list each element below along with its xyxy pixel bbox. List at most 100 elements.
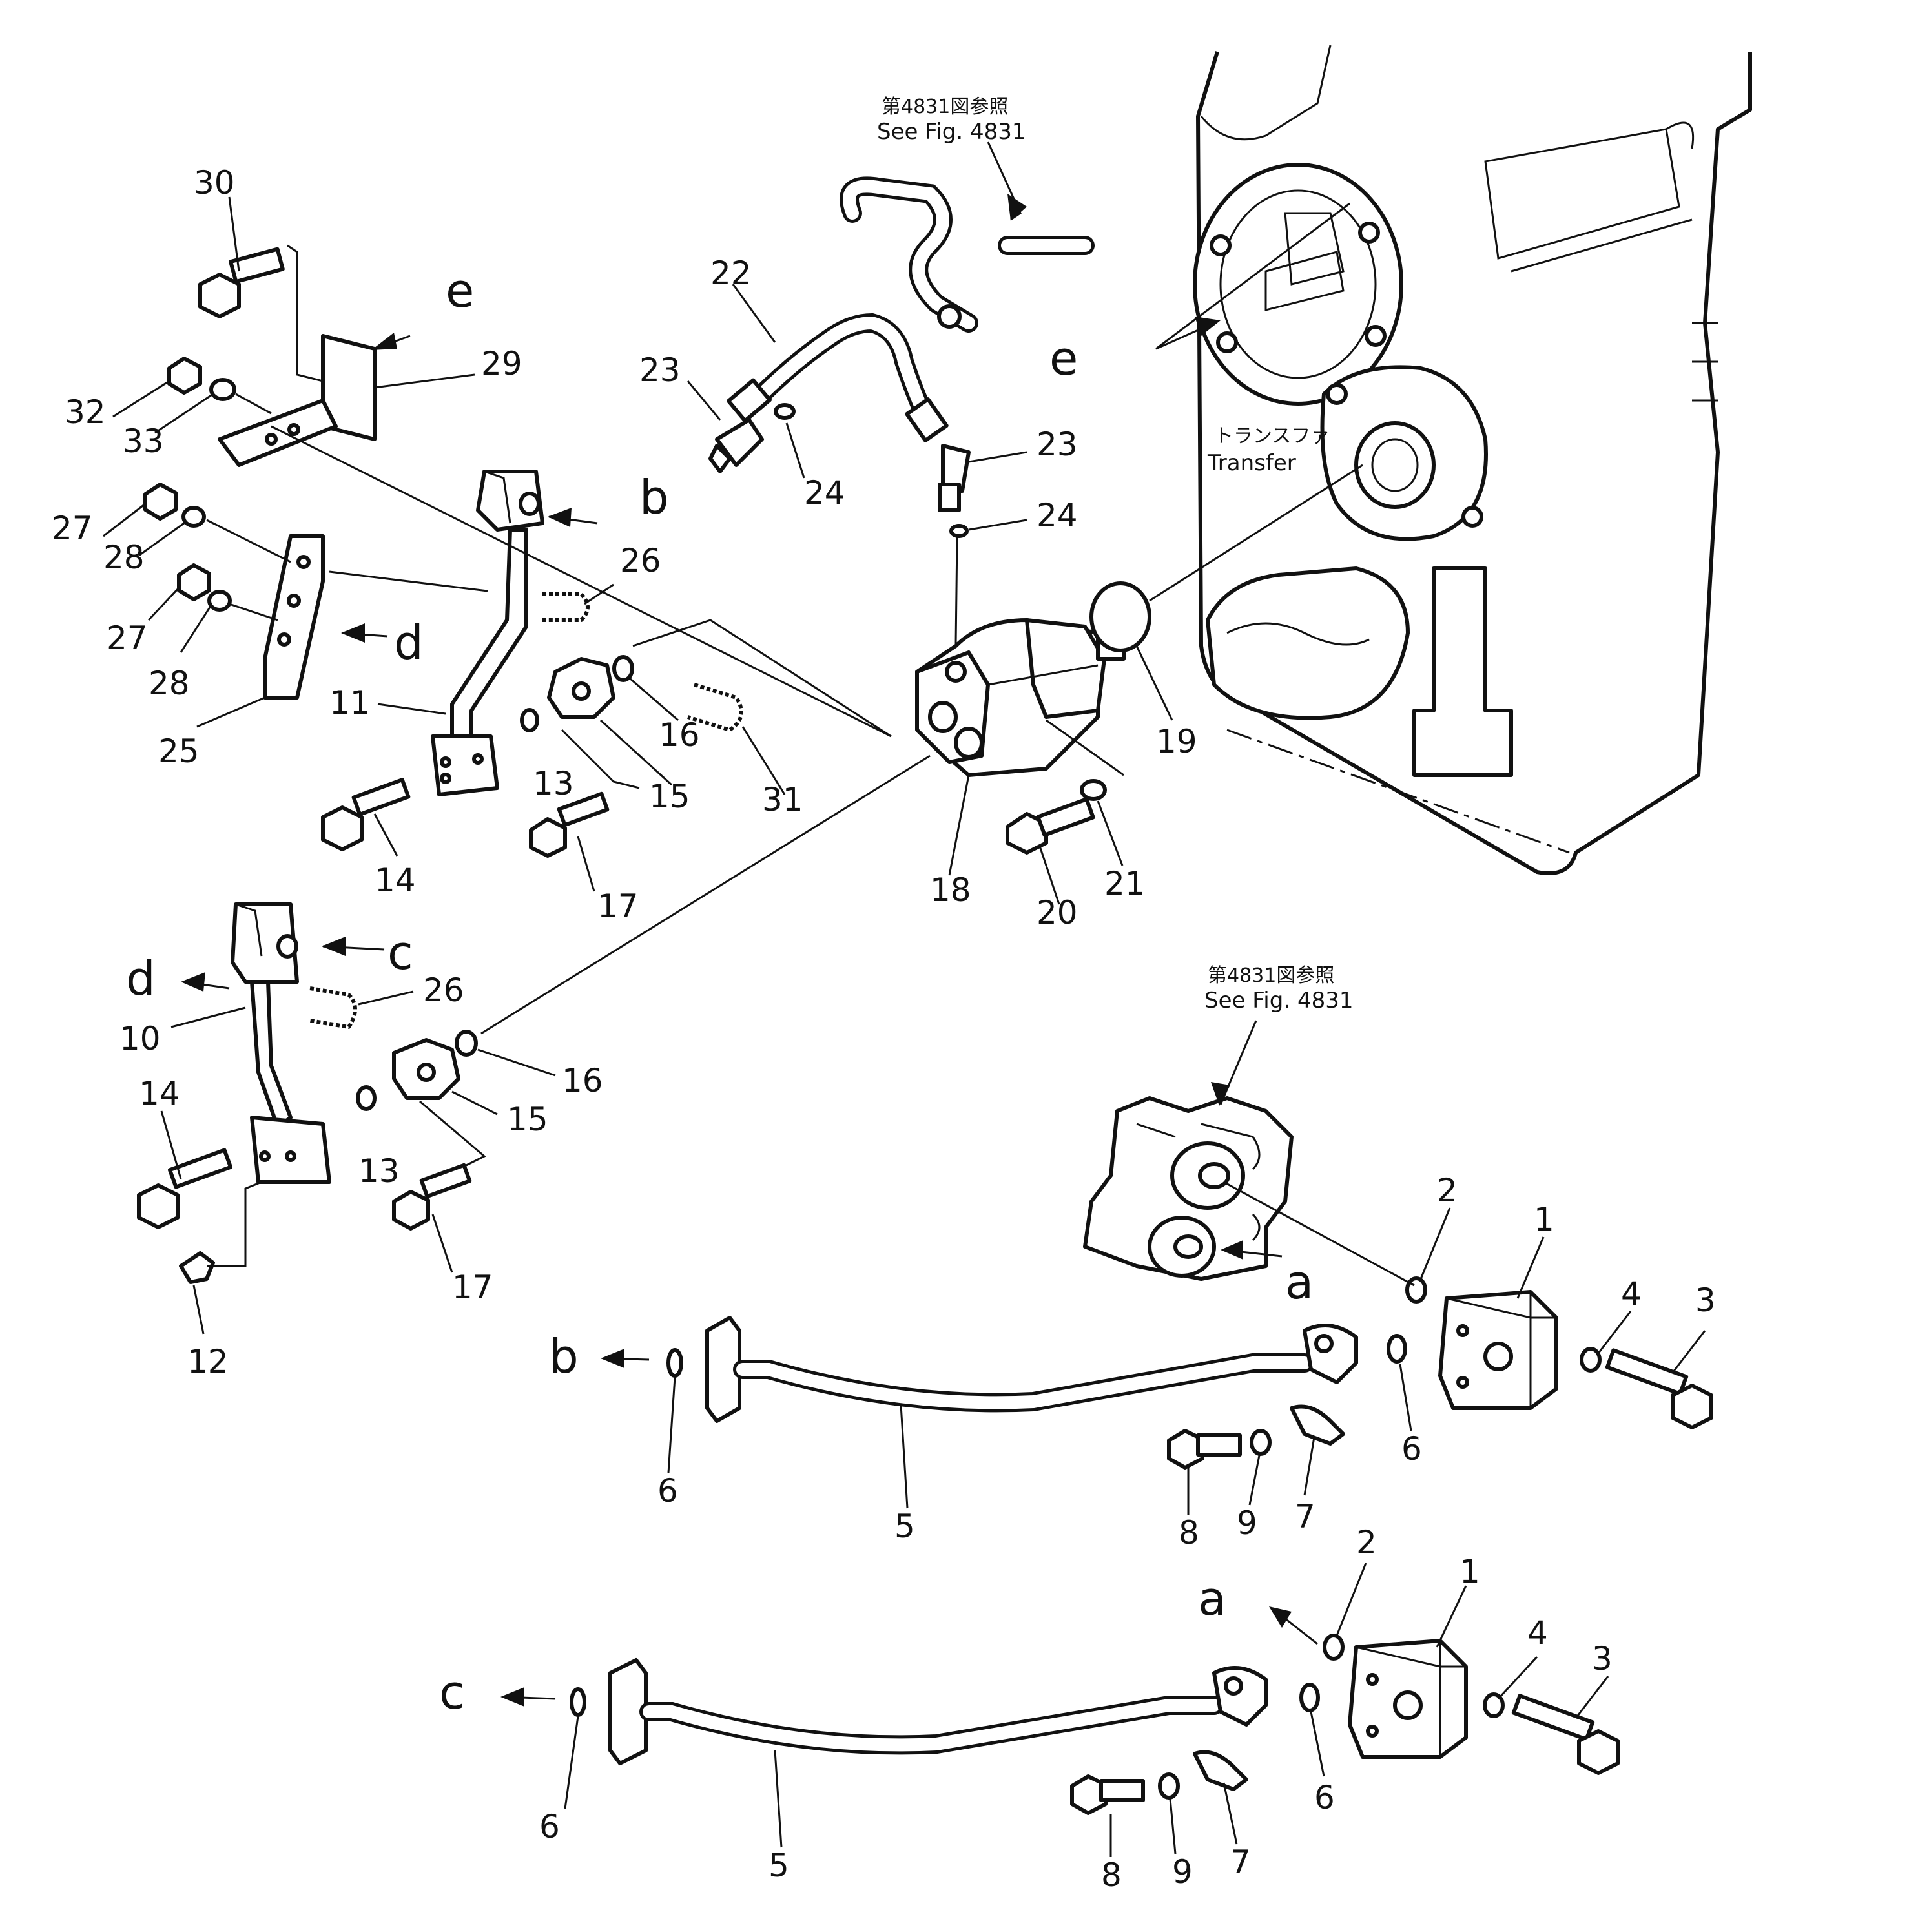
o-ring-19 [1089, 581, 1151, 652]
part-number-10: 10 [119, 1020, 161, 1057]
bolt-3-upper [1605, 1348, 1713, 1429]
washer-33 [209, 378, 236, 401]
u-bolt-26-lower [309, 986, 357, 1029]
part-number-18: 18 [930, 871, 971, 909]
o-ring-16-lower [455, 1030, 478, 1057]
part-number-8-upper: 8 [1179, 1514, 1199, 1552]
letter-e-left: e [446, 264, 474, 318]
flange-15-upper [547, 657, 615, 719]
arrowheads [181, 194, 1292, 1707]
part-number-3-upper: 3 [1695, 1282, 1716, 1319]
o-ring-2-lower [1323, 1634, 1345, 1661]
part-number-30: 30 [194, 164, 235, 202]
part-number-6-upper-left: 6 [657, 1472, 678, 1510]
letter-d-lower: d [126, 951, 156, 1006]
bolt-30 [198, 247, 285, 318]
hose-5-upper [705, 1316, 1358, 1423]
o-ring-13-lower [356, 1085, 377, 1111]
part-number-5-upper: 5 [894, 1508, 915, 1545]
ref-fig-jp-1: 第4831図参照 [882, 96, 1008, 118]
transmission-housing [1193, 45, 1752, 875]
part-number-2-lower: 2 [1356, 1524, 1377, 1561]
part-number-2-upper: 2 [1437, 1172, 1458, 1209]
part-number-32: 32 [65, 393, 106, 431]
letter-c-lower: c [439, 1665, 465, 1719]
bolt-17-lower [392, 1163, 472, 1231]
letter-a-lower: a [1198, 1572, 1226, 1626]
part-number-7-lower: 7 [1230, 1844, 1251, 1881]
nut-32 [167, 357, 202, 395]
transfer-label-en: Transfer [1207, 450, 1296, 476]
part-number-5-lower: 5 [769, 1847, 789, 1884]
part-number-24-left: 24 [804, 474, 845, 512]
part-number-23-right: 23 [1037, 426, 1078, 463]
part-number-27-lower: 27 [107, 619, 148, 657]
part-number-14-upper: 14 [375, 862, 416, 899]
part-number-4-lower: 4 [1527, 1614, 1548, 1652]
part-number-28-upper: 28 [103, 539, 145, 576]
part-number-26-upper: 26 [620, 542, 661, 579]
part-number-1-upper: 1 [1534, 1201, 1554, 1238]
ref-fig-en-1: See Fig. 4831 [877, 119, 1026, 145]
part-number-24-right: 24 [1037, 497, 1078, 534]
part-number-33: 33 [123, 422, 164, 460]
part-number-28-lower: 28 [149, 665, 190, 702]
part-number-16-lower: 16 [562, 1062, 603, 1099]
part-number-20: 20 [1037, 894, 1078, 931]
washer-28-upper [181, 506, 206, 528]
part-number-17-upper: 17 [597, 888, 639, 925]
part-number-19: 19 [1156, 723, 1197, 760]
bolt-17-upper [529, 791, 610, 858]
bolt-14-upper [321, 778, 411, 851]
flange-block-1-lower [1348, 1639, 1468, 1759]
part-number-13-lower: 13 [358, 1152, 400, 1190]
part-number-25: 25 [158, 732, 200, 770]
plate-25 [263, 534, 325, 700]
o-ring-13-upper [520, 708, 539, 732]
o-ring-2-upper [1405, 1276, 1427, 1304]
part-numbers: 30 29 32 33 27 28 27 28 25 11 26 16 13 1… [52, 164, 1716, 1894]
fitting-23-right [938, 444, 971, 512]
o-ring-24-right [949, 524, 969, 538]
nut-27-lower [177, 563, 211, 601]
part-number-16-upper: 16 [659, 716, 700, 754]
washer-28-lower [207, 590, 232, 612]
part-number-14-lower: 14 [139, 1075, 180, 1112]
pipe-10 [231, 902, 331, 1184]
letter-e-right: e [1049, 331, 1078, 386]
bolt-3-lower [1511, 1694, 1620, 1775]
part-number-23-left: 23 [639, 351, 681, 389]
flange-block-1-upper [1438, 1290, 1558, 1410]
washer-21 [1080, 779, 1107, 801]
letter-a-upper: a [1285, 1255, 1314, 1309]
washer-4-lower [1483, 1692, 1505, 1718]
o-ring-6-upper-left [666, 1348, 683, 1378]
bracket-29 [218, 334, 377, 467]
part-number-9-upper: 9 [1237, 1504, 1257, 1542]
part-number-6-lower-left: 6 [539, 1808, 560, 1845]
leader-lines [103, 141, 1706, 1857]
part-number-31: 31 [762, 781, 803, 818]
o-ring-16-upper [612, 655, 634, 682]
o-ring-6-lower-left [570, 1687, 586, 1717]
letter-c-upper: c [387, 926, 413, 980]
washer-9-lower [1158, 1772, 1180, 1800]
part-number-15-lower: 15 [507, 1101, 548, 1138]
o-ring-24-left [774, 403, 796, 420]
part-number-15-upper: 15 [649, 778, 690, 815]
part-number-8-lower: 8 [1101, 1856, 1122, 1894]
transfer-label-jp: トランスファ [1214, 425, 1330, 448]
part-number-4-upper: 4 [1621, 1275, 1642, 1313]
flange-15-lower [392, 1038, 460, 1100]
ref-fig-en-2: See Fig. 4831 [1204, 988, 1353, 1013]
ref-fig-jp-2: 第4831図参照 [1208, 964, 1334, 987]
nut-27-upper [143, 483, 178, 521]
bolt-8-upper [1167, 1429, 1242, 1470]
part-number-13-upper: 13 [533, 765, 574, 802]
hose-22 [726, 176, 1095, 442]
part-number-21: 21 [1104, 865, 1146, 902]
part-number-22: 22 [710, 254, 752, 292]
clamp-7-lower [1193, 1750, 1248, 1791]
letter-b-lower: b [549, 1329, 579, 1384]
